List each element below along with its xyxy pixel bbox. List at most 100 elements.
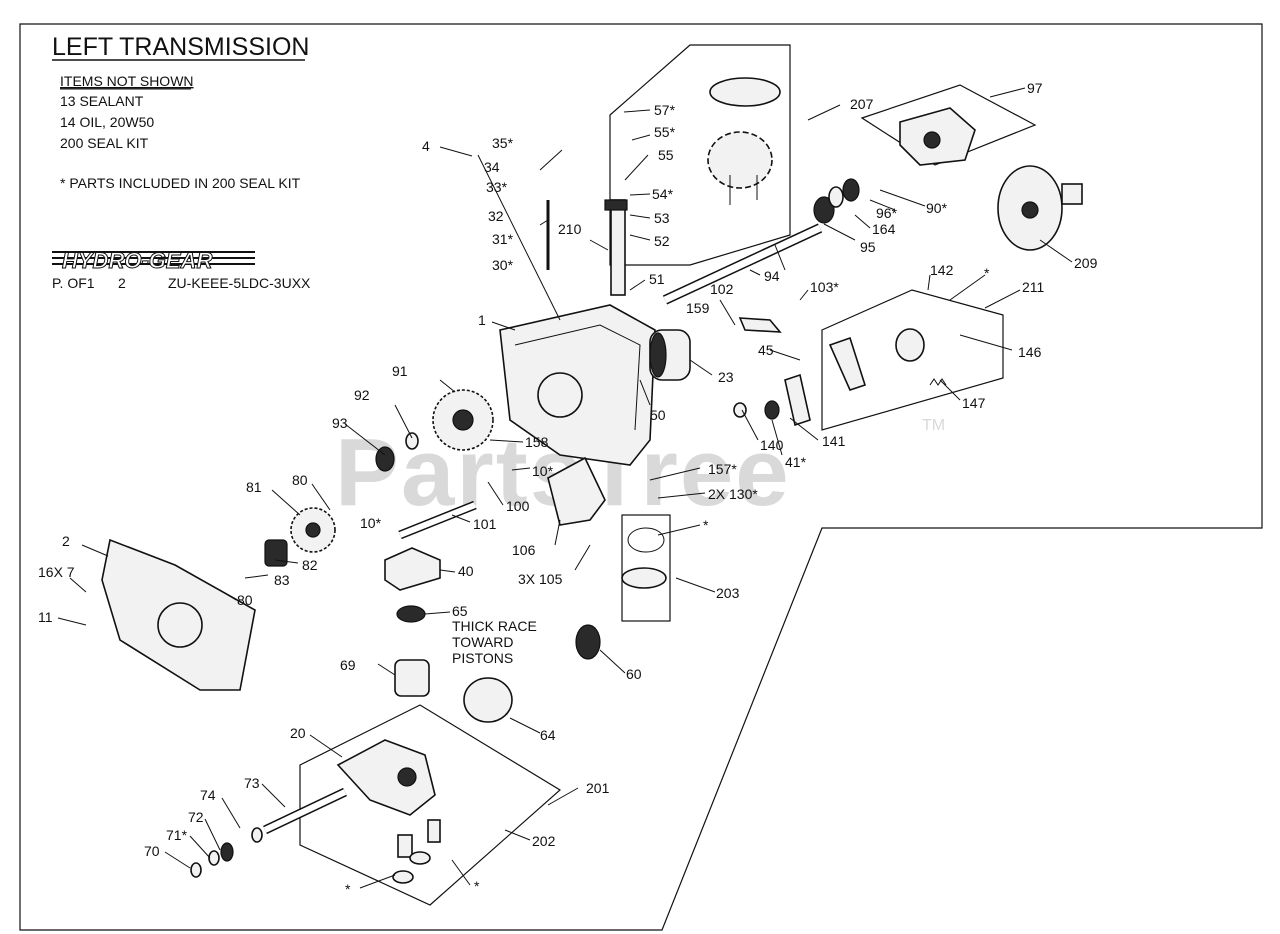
- callout-141: 141: [822, 433, 846, 449]
- callout-20: 20: [290, 725, 306, 741]
- watermark-trademark: TM: [922, 417, 945, 434]
- cylinder-block-64: [463, 677, 513, 723]
- callout-54: 54*: [652, 186, 674, 202]
- valves-202: [392, 819, 441, 884]
- part-callouts: 1 2 4 10* 10* 16X 7 11 20 23 30* 31* 32 …: [38, 80, 1098, 897]
- diagram-title: LEFT TRANSMISSION: [52, 33, 309, 61]
- callout-55-star: 55*: [654, 124, 676, 140]
- callout-106: 106: [512, 542, 536, 558]
- callout-83: 83: [274, 572, 290, 588]
- callout-31: 31*: [492, 231, 514, 247]
- footer-code: 2: [118, 275, 126, 291]
- callout-91: 91: [392, 363, 408, 379]
- hub-209: [997, 165, 1083, 251]
- callout-64: 64: [540, 727, 556, 743]
- main-housing: [499, 304, 656, 466]
- callout-10-star: 10*: [360, 515, 382, 531]
- callout-23: 23: [718, 369, 734, 385]
- footer-code: P. OF1: [52, 275, 95, 291]
- callout-33: 33*: [486, 179, 508, 195]
- callout-140: 140: [760, 437, 784, 453]
- callout-70: 70: [144, 843, 160, 859]
- washer-92: [405, 432, 419, 450]
- shaft-52: [604, 199, 628, 296]
- callout-96: 96*: [876, 205, 898, 221]
- callout-69: 69: [340, 657, 356, 673]
- callout-50: 50: [650, 407, 666, 423]
- seal-kit-star: *: [703, 517, 709, 533]
- callout-92: 92: [354, 387, 370, 403]
- callout-142: 142: [930, 262, 954, 278]
- header-block: LEFT TRANSMISSION ITEMS NOT SHOWN 13 SEA…: [52, 33, 309, 191]
- brand-logo-text: HYDRO-GEAR: [62, 248, 212, 273]
- callout-102: 102: [710, 281, 734, 297]
- gear-91: [432, 389, 494, 451]
- input-shaft-73: [263, 787, 347, 835]
- callout-147: 147: [962, 395, 986, 411]
- callout-45: 45: [758, 342, 774, 358]
- callout-95: 95: [860, 239, 876, 255]
- items-not-shown-line: 14 OIL, 20W50: [60, 114, 154, 130]
- leader-lines: [57, 87, 1073, 889]
- bearing-60: [575, 624, 601, 660]
- filter-23: [649, 329, 691, 381]
- items-not-shown-line: 13 SEALANT: [60, 93, 144, 109]
- callout-105: 3X 105: [518, 571, 563, 587]
- callout-82: 82: [302, 557, 318, 573]
- bearing-93: [375, 446, 395, 472]
- callout-146: 146: [1018, 344, 1042, 360]
- hub-97: [899, 107, 976, 166]
- end-cover: [101, 538, 256, 691]
- callout-100: 100: [506, 498, 530, 514]
- callout-10-star: 10*: [532, 463, 554, 479]
- callout-16x7: 16X 7: [38, 564, 75, 580]
- cap-203: [621, 527, 667, 589]
- callout-11: 11: [38, 609, 53, 625]
- callout-71: 71*: [166, 827, 188, 843]
- footer-code: ZU-KEEE-5LDC-3UXX: [168, 275, 311, 291]
- callout-94: 94: [764, 268, 780, 284]
- diagram-frame: [19, 23, 1263, 931]
- arm-102: [738, 317, 782, 333]
- arm-141: [733, 373, 811, 427]
- callout-93: 93: [332, 415, 348, 431]
- seal-kit-star: *: [984, 265, 990, 281]
- seal-kit-note: * PARTS INCLUDED IN 200 SEAL KIT: [60, 175, 301, 191]
- callout-55: 55: [658, 147, 674, 163]
- callout-159: 159: [686, 300, 710, 316]
- pinion-82: [264, 539, 288, 567]
- callout-130: 2X 130*: [708, 486, 758, 502]
- callout-80: 80: [237, 592, 253, 608]
- items-not-shown-line: 200 SEAL KIT: [60, 135, 149, 151]
- callout-103: 103*: [810, 279, 839, 295]
- hydro-gear-logo: HYDRO-GEAR: [52, 248, 255, 274]
- callout-57: 57*: [654, 102, 676, 118]
- callout-41: 41*: [785, 454, 807, 470]
- callout-30: 30*: [492, 257, 514, 273]
- callout-164: 164: [872, 221, 896, 237]
- seal-kit-star: *: [474, 878, 480, 894]
- gear-81: [290, 507, 336, 553]
- callout-80: 80: [292, 472, 308, 488]
- callout-207: 207: [850, 96, 874, 112]
- fan-pulley-207: [707, 77, 781, 205]
- callout-52: 52: [654, 233, 670, 249]
- callout-60: 60: [626, 666, 642, 682]
- shaft-101: [398, 500, 477, 540]
- bearings-95-96: [813, 178, 860, 224]
- callout-34: 34: [484, 159, 500, 175]
- callout-210: 210: [558, 221, 582, 237]
- callout-202: 202: [532, 833, 556, 849]
- thick-race-note: PISTONS: [452, 650, 513, 666]
- spring-147: [929, 378, 947, 386]
- cylinder-block-69: [394, 659, 430, 697]
- callout-203: 203: [716, 585, 740, 601]
- callout-90: 90*: [926, 200, 948, 216]
- subassembly-boxes: [299, 44, 1037, 906]
- bearing-65: [396, 605, 426, 623]
- callout-32: 32: [488, 208, 504, 224]
- callout-51: 51: [649, 271, 665, 287]
- callout-81: 81: [246, 479, 262, 495]
- block-40: [384, 547, 441, 591]
